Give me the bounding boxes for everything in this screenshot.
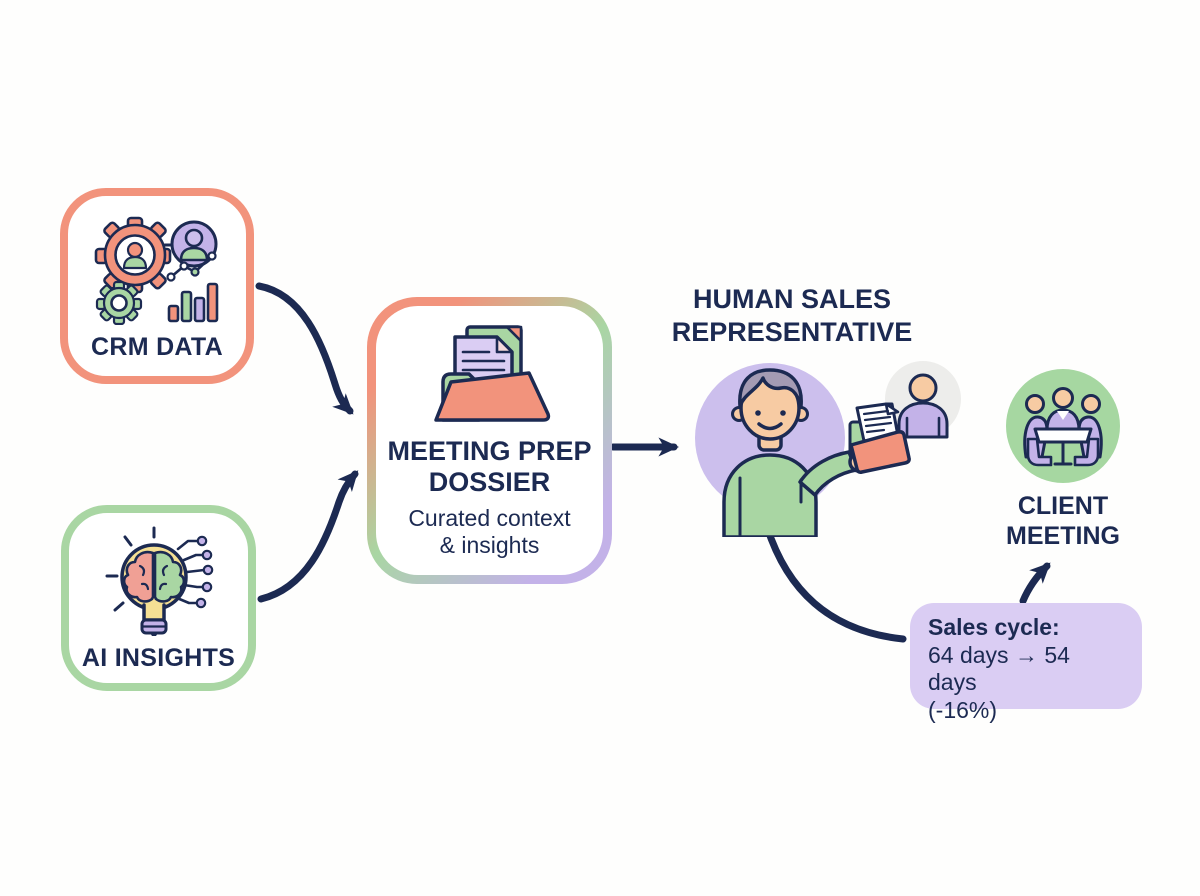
crm-data-node: CRM DATA [60, 188, 254, 384]
line-rep-to-callout [763, 523, 907, 643]
ai-insights-label: AI INSIGHTS [81, 643, 236, 672]
right-person [1073, 394, 1103, 467]
ai-insights-icon [105, 526, 213, 636]
rep-person [722, 368, 870, 537]
client-meeting-node [1006, 369, 1120, 483]
arrow-ai-to-dossier [257, 470, 359, 603]
meeting-table-icon [1023, 387, 1103, 467]
sales-cycle-change: 64 days → 54 days [928, 641, 1070, 696]
crm-data-icon [94, 216, 219, 325]
gear-user-icon [94, 216, 172, 293]
meeting-prep-dossier-node: MEETING PREP DOSSIER Curated context & i… [367, 297, 612, 584]
bar-chart-icon [166, 250, 219, 322]
avatar-icon [163, 220, 218, 267]
handoff-document-icon [855, 402, 900, 443]
dossier-subtitle: Curated context & insights [408, 505, 571, 558]
prospect-avatar-icon [885, 361, 961, 439]
sales-cycle-callout: Sales cycle: 64 days → 54 days (-16%) [910, 603, 1142, 723]
rays [105, 526, 155, 611]
dossier-title: MEETING PREP DOSSIER [387, 436, 592, 497]
arrow-crm-to-dossier [255, 282, 354, 415]
table-icon [1033, 427, 1093, 466]
ai-insights-node: AI INSIGHTS [61, 505, 256, 691]
sales-cycle-delta: (-16%) [928, 696, 998, 723]
arrow-callout-to-client [1019, 562, 1051, 605]
rep-title: HUMAN SALES REPRESENTATIVE [671, 284, 913, 347]
circuit-nodes [175, 535, 213, 608]
brain-icon [122, 550, 185, 603]
crm-data-label: CRM DATA [90, 332, 223, 361]
sales-rep-illustration [695, 361, 961, 537]
small-gear-icon [95, 280, 143, 325]
handoff-folder-icon [848, 402, 911, 474]
folder-documents-icon [433, 325, 550, 422]
left-person [1023, 394, 1053, 467]
sales-cycle-heading: Sales cycle: [928, 614, 1060, 640]
center-person [1045, 387, 1081, 432]
client-meeting-label: CLIENT MEETING [1006, 492, 1120, 550]
